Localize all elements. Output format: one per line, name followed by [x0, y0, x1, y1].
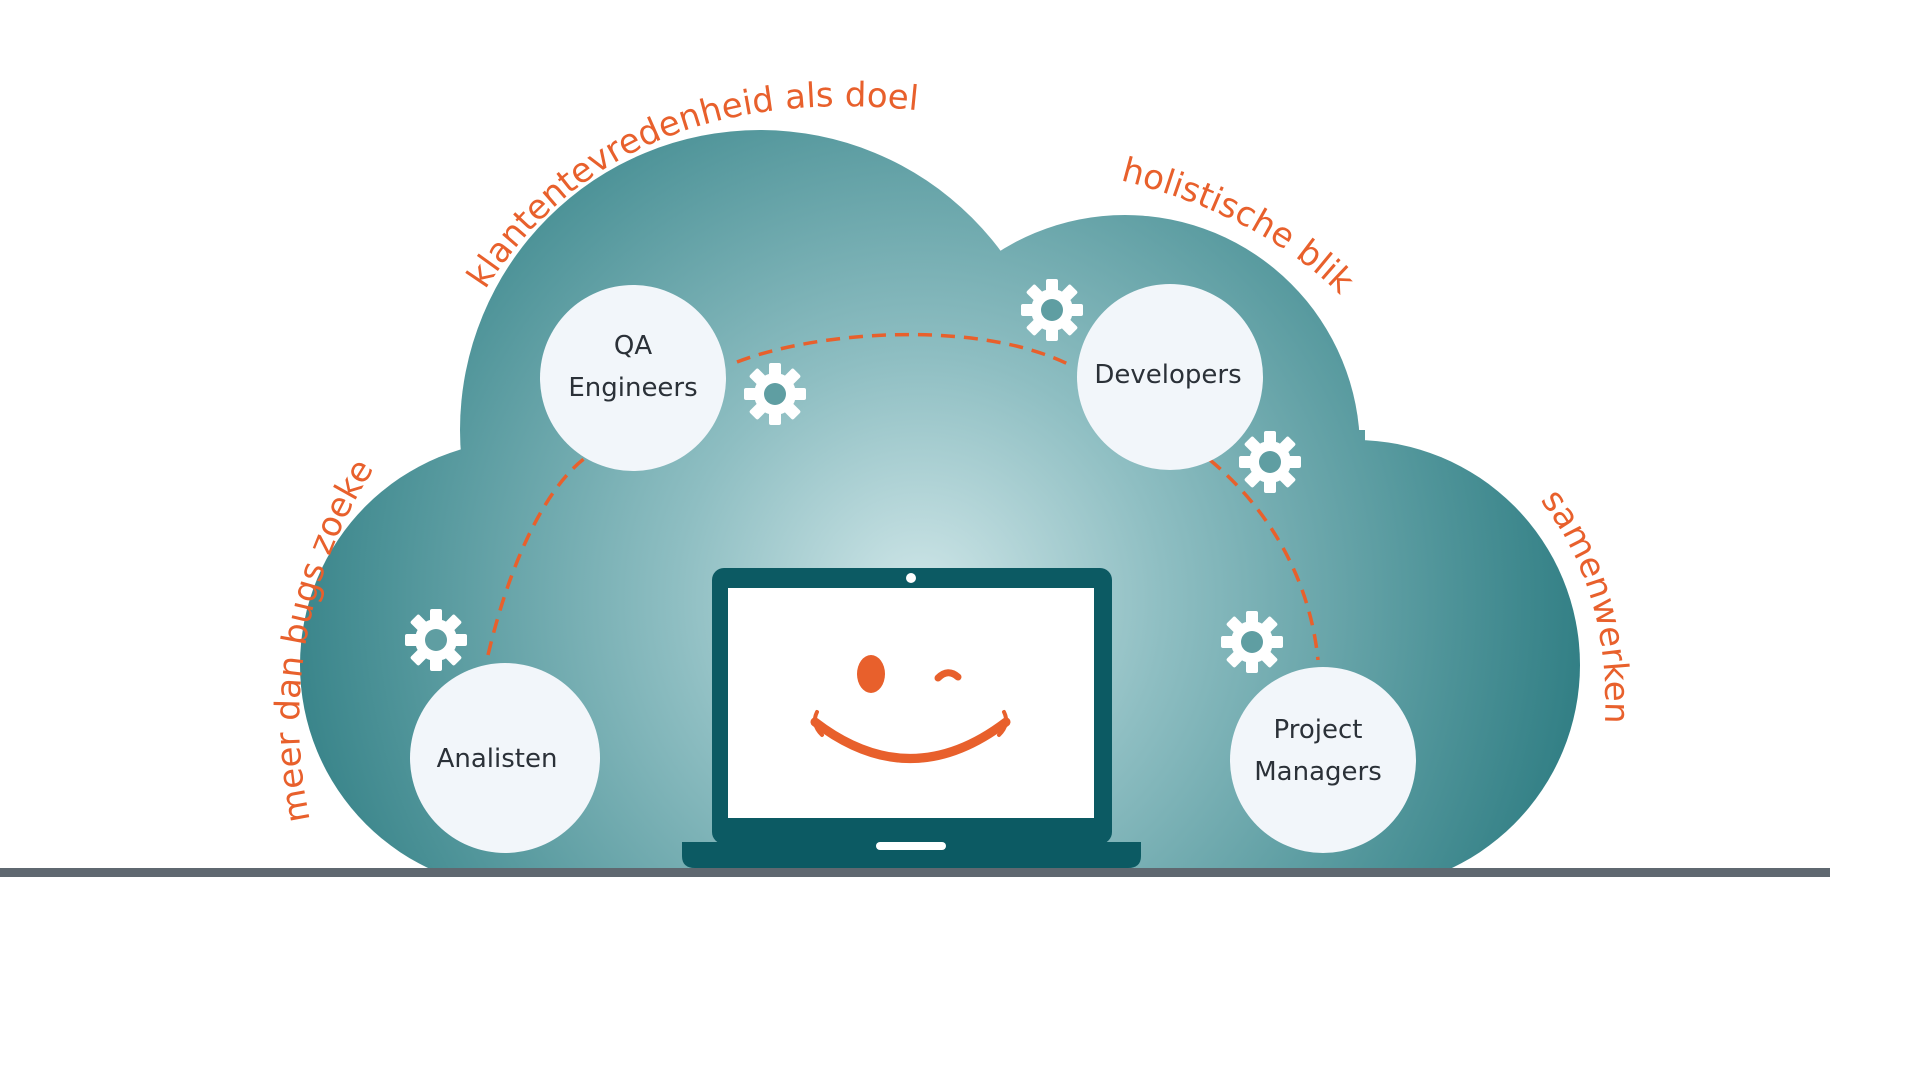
laptop-icon: [682, 568, 1141, 868]
connection-arc: [486, 332, 1320, 661]
role-developers: Developers: [1077, 284, 1263, 470]
qa-label-line1: QA: [614, 331, 652, 361]
gear-icon: [744, 363, 806, 425]
analysts-label: Analisten: [437, 744, 558, 774]
role-analysts: Analisten: [410, 663, 600, 853]
developers-label: Developers: [1094, 360, 1241, 390]
qa-label-line2: Engineers: [568, 373, 697, 403]
gear-icon: [1221, 611, 1283, 673]
gear-icon: [405, 609, 467, 671]
pm-label-line2: Managers: [1254, 757, 1382, 787]
role-qa-engineers: QA Engineers: [540, 285, 726, 471]
pm-label-line1: Project: [1274, 715, 1363, 745]
role-project-managers: Project Managers: [1230, 667, 1416, 853]
wink-smile-icon: [810, 655, 1011, 763]
gear-icon: [1239, 431, 1301, 493]
ground-line: [0, 868, 1830, 877]
gear-icon: [1021, 279, 1083, 341]
